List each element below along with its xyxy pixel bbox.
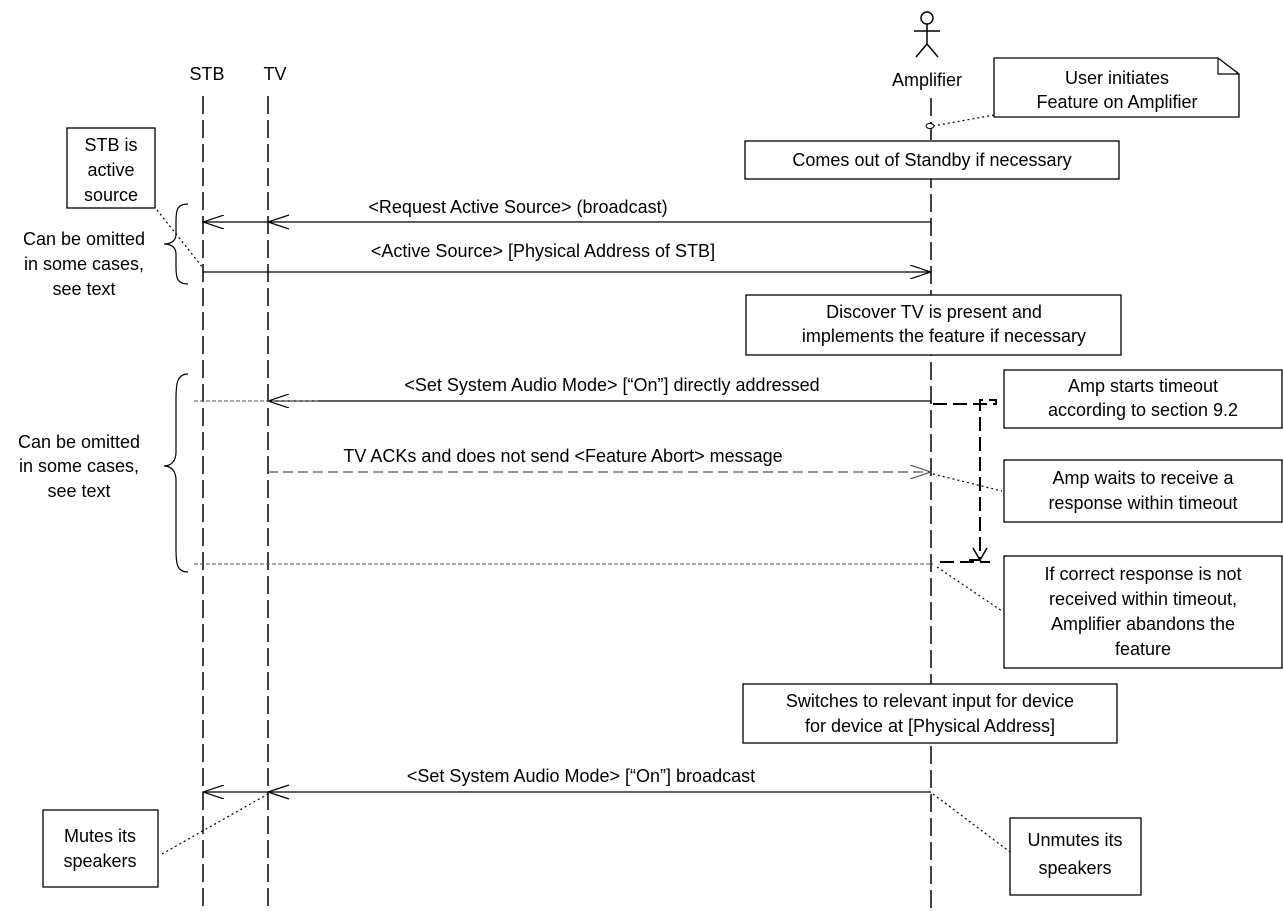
omit-top-line-1: Can be omitted: [23, 229, 145, 249]
abandon-line-4: feature: [1115, 639, 1171, 659]
timeout-line-2: according to section 9.2: [1048, 400, 1238, 420]
unmutes-line-2: speakers: [1038, 858, 1111, 878]
tv-receive-arrowhead-2: [266, 784, 290, 800]
abandon-line-2: received within timeout,: [1049, 589, 1237, 609]
unmutes-connector: [932, 793, 1011, 853]
timeout-start-note: Amp starts timeout according to section …: [1003, 369, 1283, 429]
request-active-source-label: <Request Active Source> (broadcast): [368, 197, 667, 217]
set-audio-direct-label: <Set System Audio Mode> [“On”] directly …: [404, 375, 819, 395]
stb-note-line-1: STB is: [84, 135, 137, 155]
tv-participant-label: TV: [263, 64, 286, 84]
tv-receive-arrowhead: [266, 214, 290, 230]
omit-middle-line-2: in some cases,: [19, 456, 139, 476]
mutes-line-1: Mutes its: [64, 826, 136, 846]
stb-active-source-note: STB is active source: [66, 127, 156, 209]
user-initiates-note: User initiates Feature on Amplifier: [993, 57, 1240, 118]
omit-brace-top: [163, 203, 189, 285]
timeout-path: [933, 399, 997, 561]
omit-note-top: Can be omitted in some cases, see text: [23, 229, 145, 299]
user-initiates-line-2: Feature on Amplifier: [1036, 92, 1197, 112]
stb-participant-label: STB: [189, 64, 224, 84]
tv-acks-label: TV ACKs and does not send <Feature Abort…: [343, 446, 782, 466]
mutes-note: Mutes its speakers: [42, 809, 159, 888]
timeout-line-1: Amp starts timeout: [1068, 376, 1218, 396]
amp-waits-connector: [932, 473, 1003, 492]
abandon-line-3: Amplifier abandons the: [1051, 614, 1235, 634]
unmutes-line-1: Unmutes its: [1027, 830, 1122, 850]
amp-waits-line-2: response within timeout: [1048, 493, 1237, 513]
discover-tv-box: Discover TV is present and implements th…: [745, 294, 1122, 356]
abandon-note: If correct response is not received with…: [1003, 555, 1283, 669]
user-note-connector: [932, 114, 995, 127]
abandon-line-1: If correct response is not: [1044, 564, 1241, 584]
set-audio-broadcast-label: <Set System Audio Mode> [“On”] broadcast: [407, 766, 755, 786]
abandon-connector: [936, 566, 1003, 612]
timeout-arrowhead: [972, 547, 988, 562]
standby-text: Comes out of Standby if necessary: [792, 150, 1071, 170]
switches-input-box: Switches to relevant input for device fo…: [742, 683, 1118, 744]
discover-line-2: implements the feature if necessary: [802, 326, 1086, 346]
active-source-label: <Active Source> [Physical Address of STB…: [371, 241, 715, 261]
switches-line-1: Switches to relevant input for device: [786, 691, 1074, 711]
unmutes-note: Unmutes its speakers: [1009, 817, 1142, 896]
omit-top-line-3: see text: [52, 279, 115, 299]
stb-note-line-3: source: [84, 185, 138, 205]
omit-middle-line-1: Can be omitted: [18, 432, 140, 452]
initiate-point: [925, 123, 935, 129]
amplifier-participant-label: Amplifier: [892, 70, 962, 90]
omit-brace-middle: [163, 373, 189, 573]
amp-waits-line-1: Amp waits to receive a: [1052, 468, 1234, 488]
mutes-line-2: speakers: [63, 851, 136, 871]
amplifier-actor-icon: [914, 11, 940, 58]
switches-line-2: for device at [Physical Address]: [805, 716, 1055, 736]
mutes-connector: [161, 793, 269, 855]
standby-box: Comes out of Standby if necessary: [744, 140, 1120, 180]
omit-note-middle: Can be omitted in some cases, see text: [18, 432, 140, 501]
user-initiates-line-1: User initiates: [1065, 68, 1169, 88]
discover-line-1: Discover TV is present and: [826, 302, 1042, 322]
omit-top-line-2: in some cases,: [24, 254, 144, 274]
amp-waits-note: Amp waits to receive a response within t…: [1003, 459, 1283, 523]
stb-note-line-2: active: [87, 160, 134, 180]
stb-note-connector: [156, 209, 204, 269]
omit-middle-line-3: see text: [47, 481, 110, 501]
